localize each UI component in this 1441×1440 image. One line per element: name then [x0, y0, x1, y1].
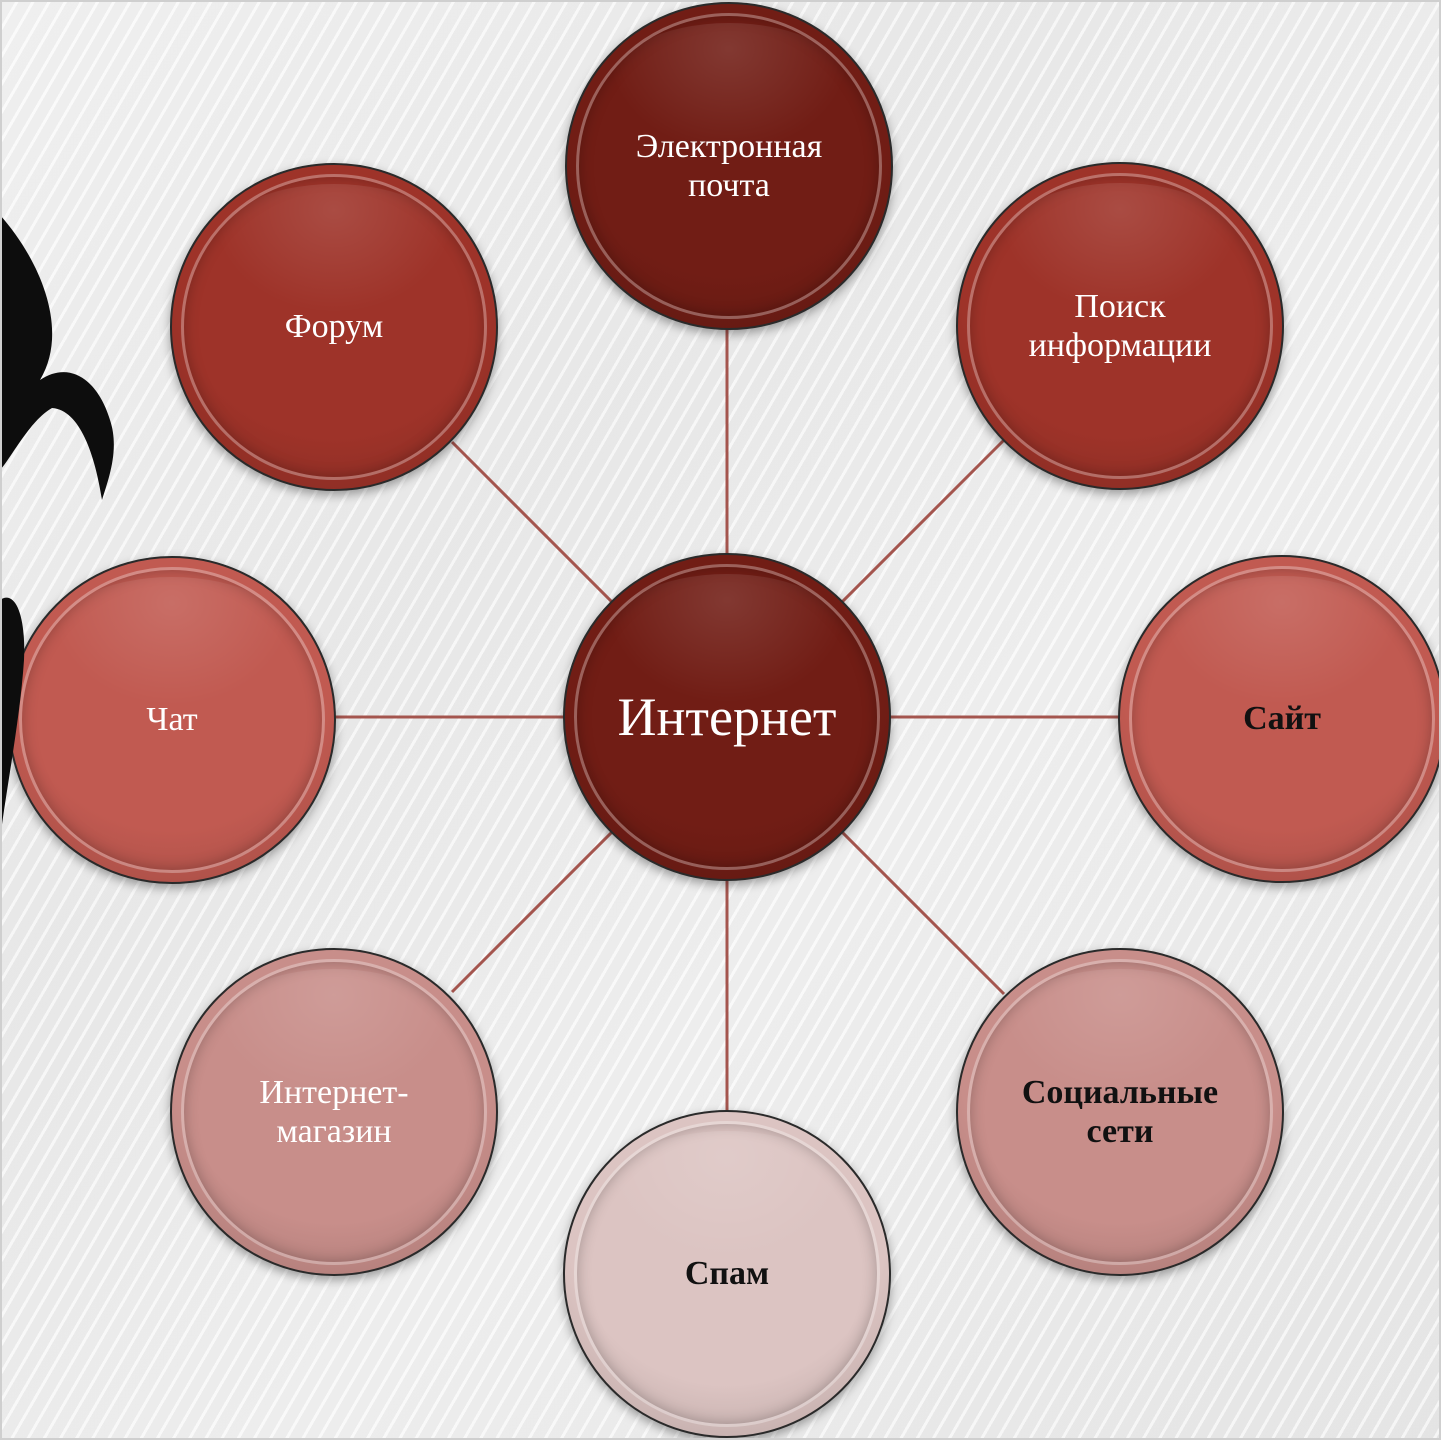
node-shop: Интернет- магазин	[170, 948, 498, 1276]
node-forum: Форум	[170, 163, 498, 491]
node-social-line-2: сети	[1086, 1113, 1154, 1150]
node-shop-line-2: магазин	[276, 1113, 392, 1150]
node-chat-line-1: Чат	[146, 701, 198, 739]
node-email: Электронная почта	[565, 2, 893, 330]
node-spam-label: Спам	[655, 1254, 799, 1293]
node-site-label: Сайт	[1213, 699, 1351, 738]
node-shop-line-1: Интернет-	[259, 1073, 409, 1111]
node-site: Сайт	[1118, 555, 1441, 883]
node-email-line-2: почта	[688, 167, 770, 204]
node-shop-label: Интернет- магазин	[229, 1073, 438, 1151]
node-forum-line-1: Форум	[284, 308, 384, 346]
node-social-line-1: Социальные	[1021, 1073, 1219, 1111]
node-spam: Спам	[563, 1110, 891, 1438]
node-center-label: Интернет	[588, 686, 867, 748]
node-center: Интернет	[563, 553, 891, 881]
node-social: Социальные сети	[956, 948, 1284, 1276]
node-email-line-1: Электронная	[635, 127, 823, 165]
node-email-label: Электронная почта	[606, 127, 853, 205]
node-chat-label: Чат	[116, 700, 227, 739]
node-search-line-1: Поиск	[1074, 287, 1166, 325]
node-search: Поиск информации	[956, 162, 1284, 490]
swirl-lower-shape	[0, 597, 25, 840]
node-search-line-2: информации	[1028, 327, 1212, 364]
node-chat: Чат	[8, 556, 336, 884]
decorative-swirl	[0, 215, 114, 840]
node-site-line-1: Сайт	[1243, 700, 1321, 738]
node-social-label: Социальные сети	[992, 1073, 1248, 1151]
node-center-text: Интернет	[617, 686, 837, 747]
node-search-label: Поиск информации	[999, 287, 1242, 365]
swirl-upper-shape	[0, 215, 114, 500]
node-forum-label: Форум	[255, 307, 413, 346]
node-spam-line-1: Спам	[684, 1255, 770, 1293]
